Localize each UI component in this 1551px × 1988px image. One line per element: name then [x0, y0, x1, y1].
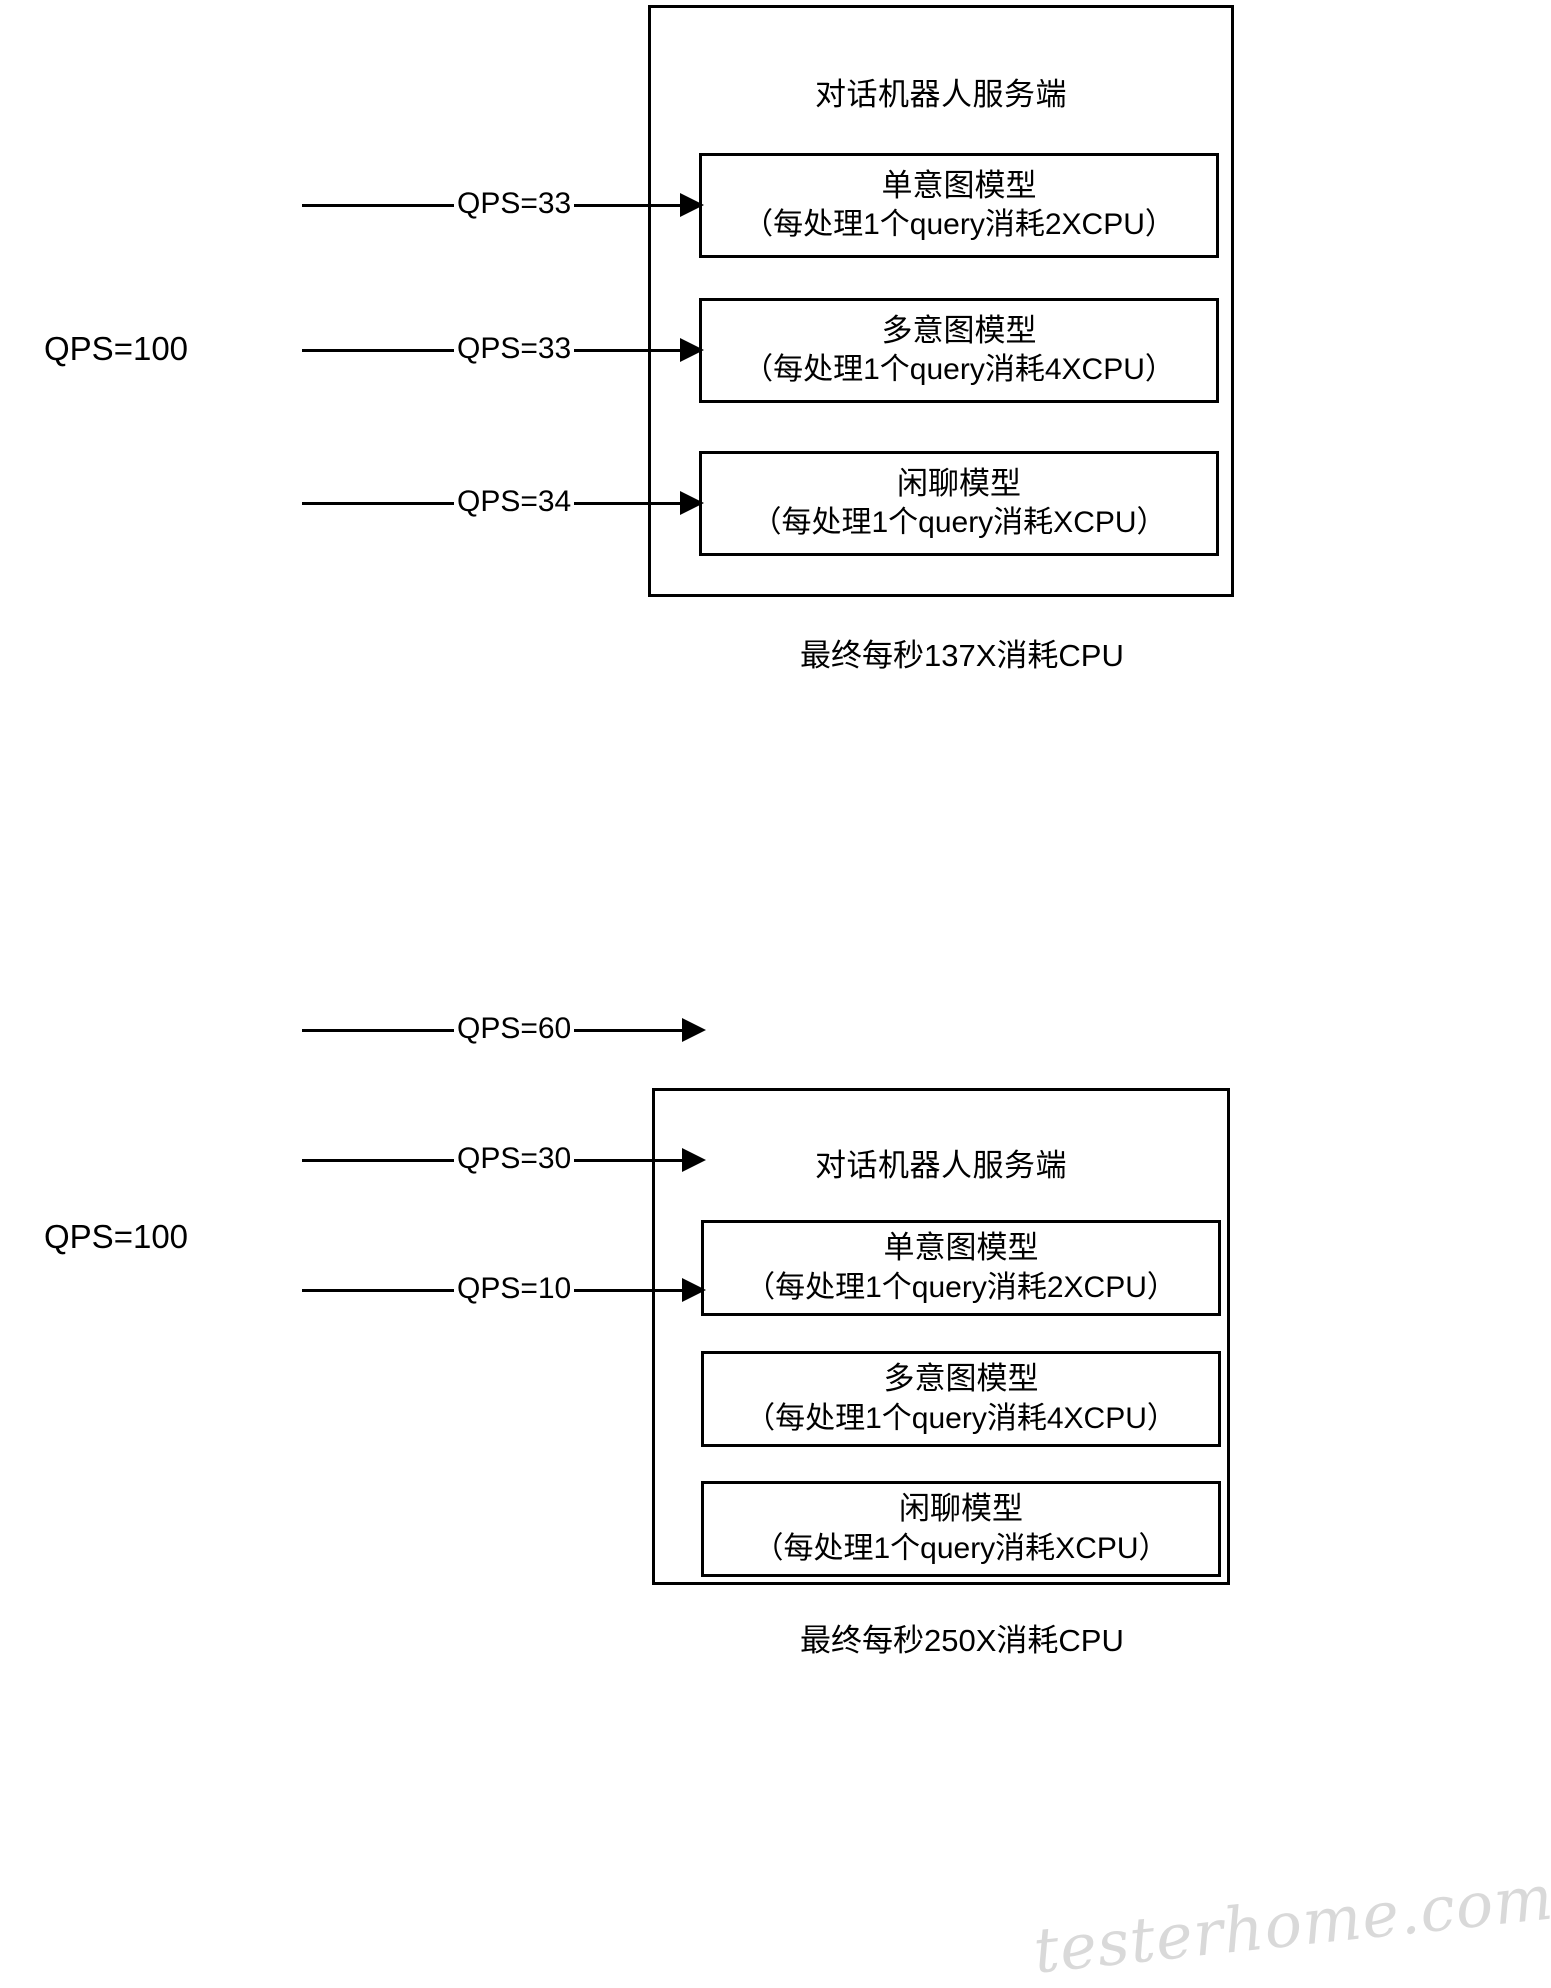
flow-arrow-single-intent: QPS=33 — [302, 183, 706, 225]
flow-arrow-multi-intent: QPS=30 — [302, 1138, 706, 1180]
flow-arrow-label: QPS=60 — [454, 1008, 575, 1050]
flow-arrow-label: QPS=30 — [454, 1138, 575, 1180]
arrow-head-icon — [682, 1278, 706, 1302]
model-name: 单意图模型 — [881, 167, 1037, 203]
model-name: 闲聊模型 — [899, 1491, 1023, 1527]
arrow-head-icon — [680, 338, 704, 362]
arrow-head-icon — [682, 1148, 706, 1172]
flow-arrow-label: QPS=33 — [454, 328, 575, 370]
diagram-panel-top: QPS=100 对话机器人服务端 单意图模型 （每处理1个query消耗2XCP… — [0, 0, 1551, 860]
flow-arrow-single-intent: QPS=60 — [302, 1008, 706, 1050]
server-container: 对话机器人服务端 单意图模型 （每处理1个query消耗2XCPU） 多意图模型… — [652, 1088, 1230, 1585]
model-cost: （每处理1个query消耗2XCPU） — [745, 1270, 1177, 1304]
model-box-single-intent: 单意图模型 （每处理1个query消耗2XCPU） — [699, 153, 1219, 258]
flow-arrow-chitchat: QPS=10 — [302, 1268, 706, 1310]
total-cpu-label: 最终每秒250X消耗CPU — [800, 1623, 1124, 1658]
source-qps-label: QPS=100 — [44, 330, 189, 367]
source-qps-label: QPS=100 — [44, 1218, 189, 1255]
arrow-head-icon — [680, 193, 704, 217]
model-cost: （每处理1个query消耗XCPU） — [751, 506, 1167, 540]
model-name: 闲聊模型 — [897, 465, 1021, 501]
model-name: 多意图模型 — [883, 1361, 1039, 1397]
model-box-chitchat: 闲聊模型 （每处理1个query消耗XCPU） — [699, 451, 1219, 556]
model-cost: （每处理1个query消耗2XCPU） — [743, 208, 1175, 242]
total-cpu-label: 最终每秒137X消耗CPU — [800, 638, 1124, 673]
arrow-head-icon — [682, 1018, 706, 1042]
diagram-panel-bottom: QPS=100 对话机器人服务端 单意图模型 （每处理1个query消耗2XCP… — [0, 1008, 1551, 1941]
model-name: 单意图模型 — [883, 1230, 1039, 1266]
model-box-multi-intent: 多意图模型 （每处理1个query消耗4XCPU） — [699, 298, 1219, 403]
model-box-single-intent: 单意图模型 （每处理1个query消耗2XCPU） — [701, 1220, 1221, 1316]
model-cost: （每处理1个query消耗4XCPU） — [743, 353, 1175, 387]
flow-arrow-chitchat: QPS=34 — [302, 481, 706, 523]
arrow-head-icon — [680, 491, 704, 515]
model-name: 多意图模型 — [881, 312, 1037, 348]
server-title: 对话机器人服务端 — [815, 77, 1067, 112]
flow-arrow-label: QPS=34 — [454, 481, 575, 523]
model-cost: （每处理1个query消耗XCPU） — [753, 1531, 1169, 1565]
flow-arrow-label: QPS=33 — [454, 183, 575, 225]
model-cost: （每处理1个query消耗4XCPU） — [745, 1401, 1177, 1435]
flow-arrow-label: QPS=10 — [454, 1268, 575, 1310]
flow-arrow-multi-intent: QPS=33 — [302, 328, 706, 370]
server-container: 对话机器人服务端 单意图模型 （每处理1个query消耗2XCPU） 多意图模型… — [648, 5, 1234, 597]
model-box-multi-intent: 多意图模型 （每处理1个query消耗4XCPU） — [701, 1351, 1221, 1447]
model-box-chitchat: 闲聊模型 （每处理1个query消耗XCPU） — [701, 1481, 1221, 1577]
server-title: 对话机器人服务端 — [815, 1148, 1067, 1183]
